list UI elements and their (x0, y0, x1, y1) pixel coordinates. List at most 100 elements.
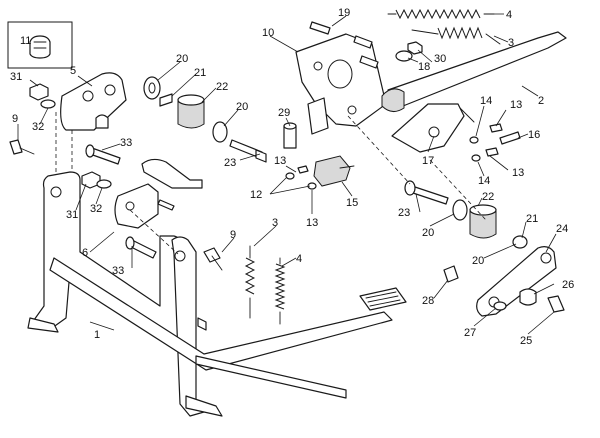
leader-24 (545, 233, 557, 253)
washer-part-14-b (471, 154, 481, 162)
callout-9-lower: 9 (230, 229, 236, 241)
callout-29: 29 (278, 107, 290, 119)
small-fasteners-12-13 (285, 165, 317, 190)
callout-14-a: 14 (480, 95, 492, 107)
stand-right-leg (171, 236, 205, 417)
leader-18 (407, 57, 419, 63)
callout-3-lower: 3 (272, 217, 278, 229)
leader-21-upper (171, 73, 197, 97)
bolt-9-lower-shank (211, 255, 223, 271)
leader-31-lower (75, 183, 87, 211)
callout-25: 25 (520, 335, 532, 347)
washer-part-12-a (285, 172, 295, 180)
screw-part-13-mid (297, 165, 309, 174)
bracket-tab (95, 114, 109, 129)
callout-24: 24 (556, 223, 568, 235)
screw-19-a (309, 21, 331, 35)
callout-26: 26 (562, 279, 574, 291)
leader-33-upper (101, 143, 121, 151)
leader-15 (341, 181, 353, 197)
stand-crossbar (49, 257, 393, 371)
callout-22-upper: 22 (216, 81, 228, 93)
nut-part-13-a (489, 123, 503, 133)
bolt-part-33-lower (125, 236, 157, 259)
callout-12: 12 (250, 189, 262, 201)
stand-pivot-hole-right (174, 250, 186, 262)
callout-22-lower: 22 (482, 191, 494, 203)
side-stand-part-2 (381, 31, 567, 112)
callout-20-d: 20 (472, 255, 484, 267)
plate-10-foot (307, 97, 329, 135)
bracket-hole-a (82, 90, 94, 102)
callout-13-lower: 13 (306, 217, 318, 229)
leader-14-a (475, 105, 485, 137)
bolt-part-16 (499, 131, 521, 145)
callout-13-mid: 13 (274, 155, 286, 167)
leader-9-lower (221, 237, 235, 253)
callout-labels: 11 1 2 3 4 3 4 5 6 9 9 10 12 13 13 13 13… (10, 7, 574, 347)
plate-10-hole-a (313, 61, 323, 71)
leader-23-lower (415, 193, 421, 213)
bushing-22-top (177, 94, 205, 106)
leader-lines (17, 13, 557, 335)
leader-3-lower (253, 225, 277, 247)
callout-11: 11 (20, 35, 31, 47)
spring-part-4-upper (387, 8, 495, 20)
bolt-part-33-upper (85, 144, 121, 165)
leader-26 (533, 283, 555, 295)
bracket-6-pin (157, 199, 175, 211)
stand-pivot-hole-left (50, 186, 62, 198)
bolt-33-head (85, 144, 95, 158)
clip-ribs (33, 41, 47, 49)
leader-31-upper (29, 79, 39, 87)
spring-3u-hook-left (411, 29, 439, 35)
bracket-17-tab (459, 107, 475, 123)
callout-14-b: 14 (478, 175, 490, 187)
callout-4-upper: 4 (506, 9, 512, 21)
spring-part-3-lower (244, 245, 256, 319)
bushing-part-20-lower (452, 199, 468, 221)
callout-23-lower: 23 (398, 207, 410, 219)
nut-part-31-upper (29, 83, 49, 101)
inset-part-11 (7, 21, 73, 69)
plate-10-hole-b (347, 105, 357, 115)
spring-4u-coils (395, 8, 481, 20)
spring-3-coils (244, 257, 256, 295)
callout-17: 17 (422, 155, 434, 167)
leader-25 (527, 311, 555, 335)
bushing-part-26 (519, 288, 537, 306)
leader-4-lower (281, 257, 297, 267)
leader-20-b (223, 109, 239, 127)
washer-part-27 (493, 301, 507, 311)
stand-right-foot (185, 395, 223, 417)
bracket-plate-5 (60, 72, 127, 131)
leader-28 (433, 279, 449, 299)
switch-15-lead (339, 165, 355, 169)
leader-21-lower (521, 221, 527, 239)
leader-12 (269, 177, 311, 195)
small-fasteners-right (469, 123, 521, 162)
bracket-6-hole (125, 201, 135, 211)
callout-33-lower: 33 (112, 265, 124, 277)
switch-15-body (313, 155, 351, 187)
callout-32-lower: 32 (90, 203, 102, 215)
pin-part-29 (283, 122, 297, 149)
washer-part-32-upper (40, 99, 56, 109)
callout-13-right-a: 13 (510, 99, 522, 111)
mounting-plate-part-10 (295, 33, 387, 135)
leader-20-a (157, 61, 181, 81)
link-fasteners (443, 265, 565, 313)
leader-1 (89, 321, 115, 331)
callout-33-upper: 33 (120, 137, 132, 149)
spring-part-4-lower (274, 257, 286, 325)
callout-19: 19 (338, 7, 350, 19)
bolt-23-upper-head (255, 149, 267, 163)
bushing-20-bore (148, 82, 156, 94)
leader-22-lower (477, 197, 483, 207)
bolt-9-lower-head (203, 247, 221, 263)
callout-10: 10 (262, 27, 274, 39)
callout-20-c: 20 (422, 227, 434, 239)
bolt-9-head (9, 139, 23, 155)
stand-left-foot (27, 317, 59, 333)
spring-4-coils (274, 263, 286, 310)
